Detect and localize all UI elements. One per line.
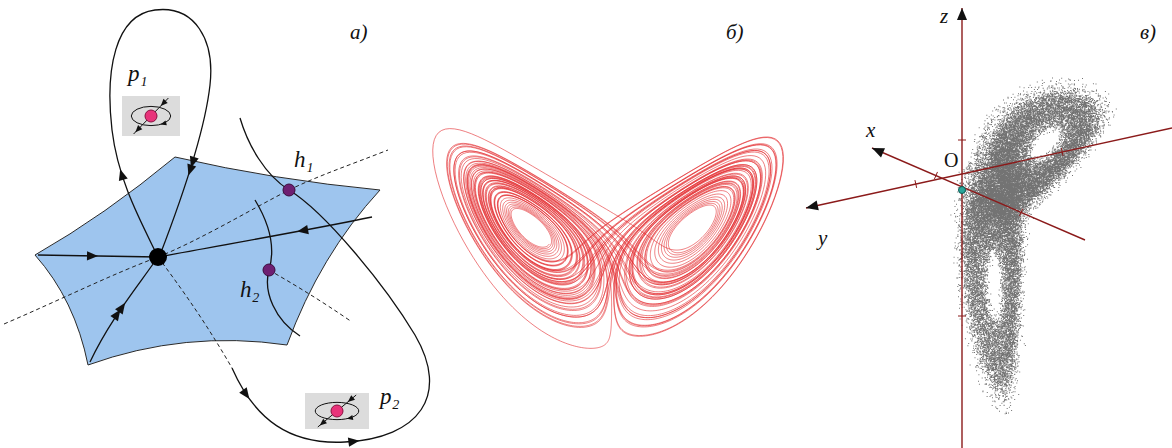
arrowhead (296, 225, 308, 236)
homoclinic-loop (110, 10, 211, 257)
arrowhead-shape (348, 436, 360, 447)
axis-tick (934, 172, 937, 179)
heteroclinic-point (263, 264, 275, 276)
arrowhead (184, 156, 199, 177)
lorenz-panel (433, 129, 784, 349)
panel-letter: б) (726, 22, 744, 43)
icon-axis (134, 98, 169, 134)
arrowhead-shape (160, 120, 167, 126)
axis-label: z (940, 6, 948, 27)
coordinate-axis (872, 148, 1085, 240)
arrowhead-shape (187, 156, 199, 169)
icon-ground (122, 96, 180, 136)
point-label: h₂ (240, 278, 260, 301)
arrowhead (110, 300, 129, 321)
panel-letter: а) (350, 22, 368, 43)
arrowhead-shape (870, 143, 885, 157)
arrowhead (318, 419, 327, 428)
arrowhead-shape (116, 168, 128, 181)
saddle-focus-icon (305, 393, 369, 429)
arrowhead-shape (110, 307, 124, 321)
axes-panel (805, 8, 1172, 448)
point-label: h₁ (294, 148, 314, 171)
arrowhead-shape (184, 164, 196, 177)
arrowhead (348, 436, 360, 447)
arrowhead (870, 143, 885, 157)
origin-label: O (944, 150, 958, 170)
fixed-point (145, 110, 157, 122)
arrowhead-shape (957, 8, 967, 20)
arrowhead (239, 387, 253, 401)
saddle-point (149, 248, 167, 266)
point-label: p₁ (128, 62, 148, 85)
axis-tick (1061, 148, 1063, 156)
axis-tick (1020, 209, 1023, 216)
arrowhead (87, 251, 98, 260)
arrowhead (805, 201, 819, 213)
arrowhead-shape (133, 125, 142, 134)
saddle-focus-icon (122, 96, 180, 136)
fixed-point (331, 405, 343, 417)
heteroclinic-curve (232, 118, 430, 442)
arrowhead (159, 99, 168, 108)
arrowhead-shape (239, 387, 253, 401)
arrowhead (346, 415, 353, 421)
stable-line (90, 257, 158, 362)
arrowhead-shape (346, 395, 355, 404)
invariant-surface (35, 157, 380, 365)
axis-tick (915, 180, 917, 188)
stable-line (158, 217, 372, 257)
saddle-panel (4, 10, 430, 447)
axis-label: x (866, 120, 875, 141)
lorenz-attractor (433, 129, 784, 349)
panel-letter: в) (1140, 22, 1156, 43)
arrowhead (346, 395, 355, 404)
arrowhead-shape (87, 251, 98, 260)
arrowhead (133, 125, 142, 134)
dashed-manifold (269, 270, 352, 322)
coordinate-axis (806, 128, 1172, 208)
coordinate-axis (961, 8, 962, 448)
arrowhead (160, 120, 167, 126)
axis-label: y (818, 228, 827, 249)
arrowhead-shape (159, 99, 168, 108)
point-label: p₂ (380, 385, 400, 408)
dashed-manifold (4, 150, 388, 324)
heteroclinic-point (283, 184, 295, 196)
arrowhead (957, 8, 967, 20)
arrowhead-shape (346, 415, 353, 421)
icon-ground (305, 393, 369, 429)
axis-tick (958, 316, 966, 317)
attractor-point-cloud (950, 78, 1116, 415)
arrowhead (116, 168, 128, 181)
origin-point (959, 187, 966, 194)
arrowhead-shape (318, 419, 327, 428)
icon-axis (318, 395, 356, 427)
dashed-manifold (158, 257, 232, 368)
arrowhead-shape (296, 225, 308, 236)
manifold-curve (255, 200, 300, 336)
axis-tick (958, 140, 966, 141)
arrowhead-shape (805, 201, 819, 213)
